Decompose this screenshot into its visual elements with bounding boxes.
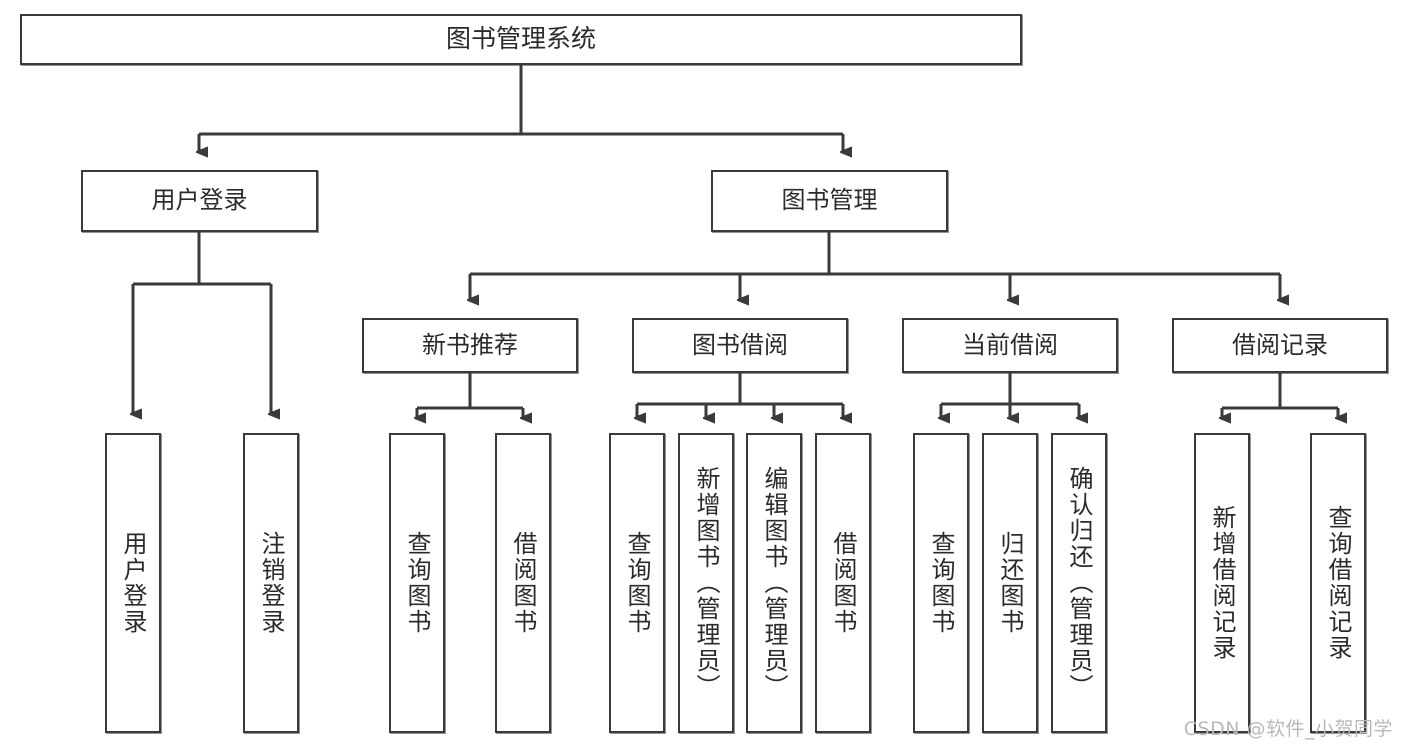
leaf-record-add-record[interactable]: 新增借阅记录 <box>1194 433 1250 733</box>
node-label: 查询图书 <box>623 531 651 635</box>
leaf-user-login-logout[interactable]: 注销登录 <box>243 433 299 733</box>
leaf-current-query-book[interactable]: 查询图书 <box>913 433 969 733</box>
node-label: 图书管理 <box>781 186 878 215</box>
node-label: 查询图书 <box>927 531 955 635</box>
node-label: 新书推荐 <box>422 330 518 359</box>
node-label: 查询图书 <box>403 531 431 635</box>
node-user-login[interactable]: 用户登录 <box>81 170 318 232</box>
node-label: 新增图书（管理员） <box>692 466 720 700</box>
leaf-borrow-query-book[interactable]: 查询图书 <box>609 433 665 733</box>
node-book-management[interactable]: 图书管理 <box>711 170 948 232</box>
node-book-borrow[interactable]: 图书借阅 <box>632 318 848 373</box>
node-label: 新增借阅记录 <box>1208 505 1236 661</box>
node-label: 用户登录 <box>151 186 248 215</box>
leaf-current-return-book[interactable]: 归还图书 <box>982 433 1038 733</box>
leaf-record-query-record[interactable]: 查询借阅记录 <box>1310 433 1366 733</box>
leaf-borrow-add-book-admin[interactable]: 新增图书（管理员） <box>678 433 734 733</box>
node-label: 编辑图书（管理员） <box>760 466 788 700</box>
node-label: 注销登录 <box>257 531 285 635</box>
node-label: 图书借阅 <box>692 330 788 359</box>
node-root-system[interactable]: 图书管理系统 <box>20 14 1022 65</box>
leaf-new-book-borrow[interactable]: 借阅图书 <box>495 433 551 733</box>
node-label: 归还图书 <box>996 531 1024 635</box>
leaf-user-login-login[interactable]: 用户登录 <box>105 433 161 733</box>
node-label: 确认归还（管理员） <box>1065 466 1093 700</box>
node-borrow-record[interactable]: 借阅记录 <box>1172 318 1388 373</box>
leaf-borrow-edit-book-admin[interactable]: 编辑图书（管理员） <box>746 433 802 733</box>
csdn-watermark: CSDN @软件_小贺同学 <box>1183 718 1393 740</box>
leaf-current-confirm-return-admin[interactable]: 确认归还（管理员） <box>1051 433 1107 733</box>
node-label: 借阅图书 <box>509 531 537 635</box>
node-label: 用户登录 <box>119 531 147 635</box>
leaf-new-book-query[interactable]: 查询图书 <box>389 433 445 733</box>
node-new-book-recommend[interactable]: 新书推荐 <box>362 318 578 373</box>
node-label: 查询借阅记录 <box>1324 505 1352 661</box>
node-label: 当前借阅 <box>962 330 1058 359</box>
node-label: 借阅记录 <box>1232 330 1328 359</box>
node-label: 借阅图书 <box>829 531 857 635</box>
leaf-borrow-borrow-book[interactable]: 借阅图书 <box>815 433 871 733</box>
node-label: 图书管理系统 <box>445 24 596 54</box>
node-current-borrow[interactable]: 当前借阅 <box>902 318 1118 373</box>
